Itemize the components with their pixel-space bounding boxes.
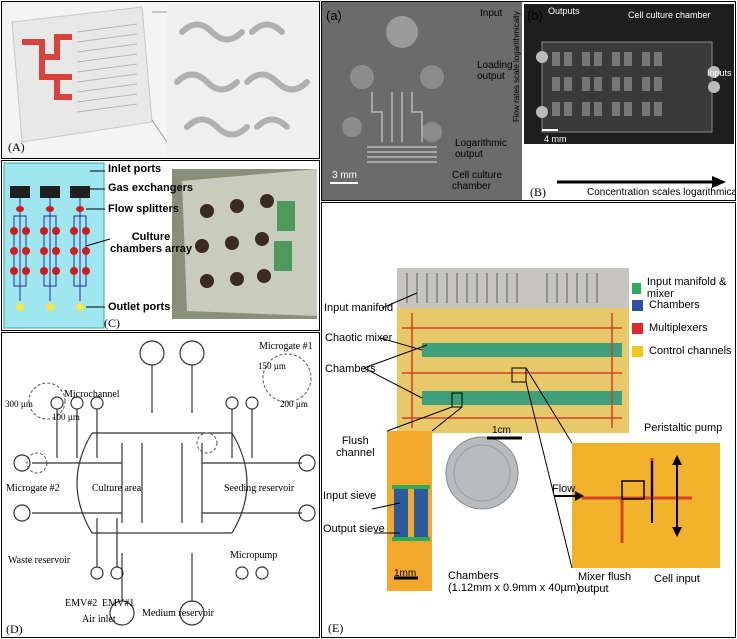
label-loading-output: Loading output <box>477 60 513 82</box>
legend-control-channels: Control channels <box>632 345 732 357</box>
label-flush-channel: Flush channel <box>336 435 375 459</box>
label-cell-culture-chamber-b: Cell culture chamber <box>628 10 711 20</box>
label-culture-chambers-array: Culture chambers array <box>110 231 192 255</box>
label-200um: 200 µm <box>280 399 308 409</box>
panel-b-micrograph <box>322 2 522 200</box>
label-input-manifold: Input manifold <box>324 302 394 314</box>
label-seeding-reservoir: Seeding reservoir <box>224 483 295 494</box>
label-input: Input <box>480 8 503 19</box>
label-inlet-ports: Inlet ports <box>108 163 162 175</box>
label-scale-4mm: 4 mm <box>544 134 567 144</box>
label-peristaltic-pump: Peristaltic pump <box>644 422 723 434</box>
panel-c-diagram <box>3 162 317 329</box>
legend-swatch <box>632 299 643 311</box>
label-chaotic-mixer: Chaotic mixer <box>325 332 393 344</box>
label-micropump: Micropump <box>230 550 278 561</box>
label-cell-culture-chamber: Cell culture chamber <box>452 170 503 192</box>
panel-d-schematic <box>13 340 316 626</box>
label-outputs: Outputs <box>548 6 580 16</box>
legend-multiplexers: Multiplexers <box>632 322 708 334</box>
label-inputs: Inputs <box>707 68 732 78</box>
legend-input-manifold: Input manifold & mixer <box>632 276 735 300</box>
panel-e-label: (E) <box>328 621 344 635</box>
label-concentration: Concentration scales logarithmically <box>587 187 736 198</box>
panel-a-rendering <box>2 2 319 158</box>
legend-label: Control channels <box>649 345 732 357</box>
label-scale-3mm: 3 mm <box>332 170 357 181</box>
label-mixer-flush-output: Mixer flush output <box>578 571 632 595</box>
label-emv2: EMV#2 <box>65 598 98 609</box>
label-chambers: Chambers <box>325 363 376 375</box>
label-300um: 300 µm <box>5 399 33 409</box>
panel-c: Inlet ports Gas exchangers Flow splitter… <box>1 160 320 331</box>
legend-chambers: Chambers <box>632 299 700 311</box>
legend-label: Input manifold & mixer <box>646 276 727 300</box>
label-gas-exchangers: Gas exchangers <box>108 182 193 194</box>
panel-b-photo <box>522 2 735 200</box>
legend-swatch <box>632 345 643 357</box>
panel-b-label: (B) <box>530 185 546 199</box>
label-150um: 150 µm <box>258 361 286 371</box>
label-microgate-2: Microgate #2 <box>6 483 60 494</box>
label-flow-rates: Flow rates scale logarithmically <box>512 11 521 122</box>
label-microgate-1: Microgate #1 <box>259 341 313 352</box>
panel-d: Microgate #1 150 µm 200 µm 300 µm Microc… <box>1 332 320 638</box>
legend-swatch <box>632 322 643 334</box>
legend-label: Chambers <box>649 299 700 311</box>
panel-a-label: (A) <box>8 140 25 154</box>
label-waste-reservoir: Waste reservoir <box>8 555 71 566</box>
panel-a: (A) <box>1 1 320 159</box>
panel-d-label: (D) <box>6 622 23 636</box>
label-medium-reservoir: Medium reservoir <box>142 608 214 619</box>
label-cell-input: Cell input <box>654 573 700 585</box>
label-scale-1cm: 1cm <box>492 425 511 436</box>
panel-b: (a) Input Loading output Logarithmic out… <box>321 1 736 201</box>
subpanel-a-letter: (a) <box>326 8 342 23</box>
label-flow: Flow <box>552 483 576 495</box>
label-logarithmic-output: Logarithmic output <box>455 138 507 160</box>
panel-e: Input manifold & mixer Chambers Multiple… <box>321 202 736 638</box>
panel-c-label: (C) <box>104 316 120 330</box>
label-emv1: EMV#1 <box>102 598 135 609</box>
legend-swatch <box>632 282 641 294</box>
label-flow-splitters: Flow splitters <box>108 203 179 215</box>
label-outlet-ports: Outlet ports <box>108 301 171 313</box>
label-scale-1mm: 1mm <box>394 568 417 579</box>
panel-e-chip-photo <box>363 268 720 591</box>
label-air-inlet: Air inlet <box>82 614 116 625</box>
label-microchannel: Microchannel <box>64 389 120 400</box>
legend-label: Multiplexers <box>649 322 708 334</box>
label-100um: 100 µm <box>52 412 80 422</box>
label-culture-area: Culture area <box>92 483 142 494</box>
label-chambers-dims: Chambers (1.12mm x 0.9mm x 40µm) <box>448 570 580 594</box>
label-input-sieve: Input sieve <box>323 490 377 502</box>
subpanel-b-letter: (b) <box>527 8 543 23</box>
label-output-sieve: Output sieve <box>323 523 385 535</box>
